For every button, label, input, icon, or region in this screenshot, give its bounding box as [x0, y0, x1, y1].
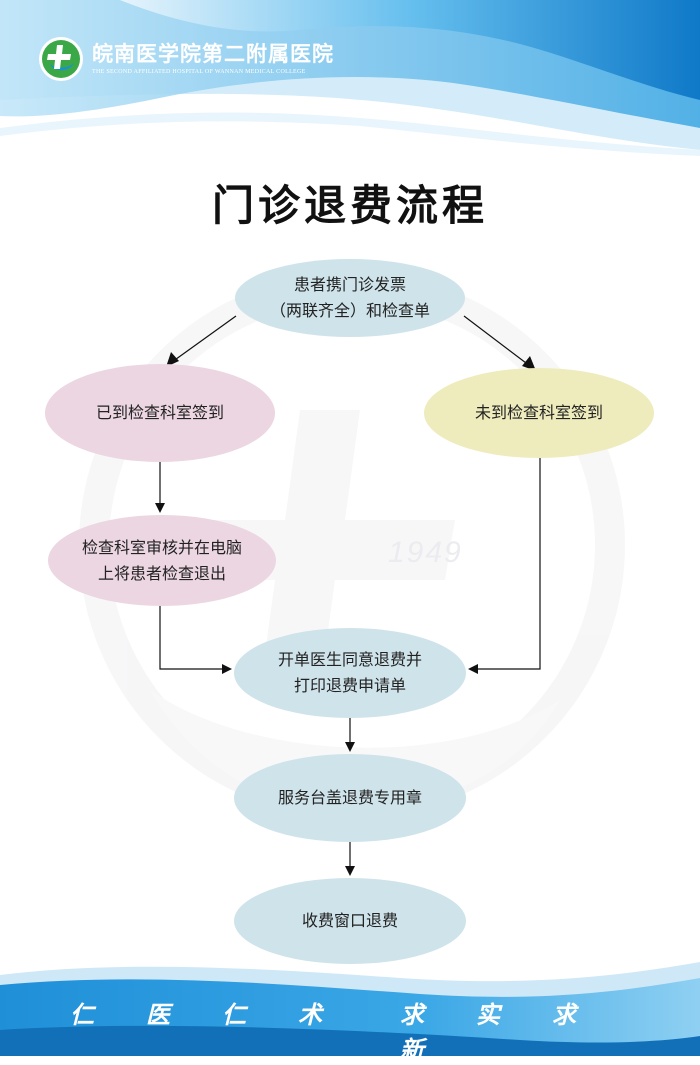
hospital-logo-icon [39, 37, 83, 81]
arrowhead-review [155, 503, 165, 513]
page-title: 门诊退费流程 [211, 181, 488, 230]
slogan-right: 求实求新 [400, 995, 700, 1065]
node-doctor-approve: 开单医生同意退费并 打印退费申请单 [234, 628, 466, 718]
bottom-wave-deep [0, 1025, 700, 1056]
slogan-right-char: 实 [476, 1001, 500, 1029]
top-wave-highlight [0, 112, 700, 156]
flow-connectors [159, 315, 541, 868]
arrowhead-approve-left [222, 664, 232, 674]
slogan-right-char: 新 [400, 1036, 424, 1064]
slogan-left-char: 仁 [70, 1001, 94, 1029]
connector-not-checked-in-to-approve [478, 458, 541, 670]
arrowhead-stamp [345, 742, 355, 752]
slogan-right-char: 求 [400, 1001, 424, 1029]
arrowhead-checked-in [166, 352, 179, 367]
slogan-left-char: 术 [298, 1001, 322, 1029]
arrowhead-refund [345, 866, 355, 876]
node-dept-review: 检查科室审核并在电脑 上将患者检查退出 [48, 515, 276, 606]
watermark-year: 1949 [388, 536, 463, 569]
slogan-right-char: 求 [552, 1001, 576, 1029]
arrowhead-not-checked-in [522, 356, 536, 371]
node-checked-in: 已到检查科室签到 [45, 364, 275, 462]
flow-arrowheads [155, 352, 536, 876]
top-wave-dark [120, 0, 700, 100]
slogan-left-char: 仁 [222, 1001, 246, 1029]
node-not-checked-in: 未到检查科室签到 [424, 368, 654, 458]
arrowhead-approve-right [468, 664, 478, 674]
node-stamp: 服务台盖退费专用章 [234, 754, 466, 842]
node-start: 患者携门诊发票 （两联齐全）和检查单 [235, 259, 465, 337]
connector-start-to-not-checked-in [463, 315, 531, 367]
slogan-left-char: 医 [146, 1001, 170, 1029]
hospital-name: 皖南医学院第二附属医院 [92, 41, 334, 66]
hospital-name-english: THE SECOND AFFILIATED HOSPITAL OF WANNAN… [92, 69, 306, 75]
slogan-left: 仁医仁术 [70, 995, 374, 1030]
connector-start-to-checked-in [171, 315, 237, 363]
node-refund: 收费窗口退费 [234, 878, 466, 964]
connector-review-to-approve [159, 606, 222, 670]
